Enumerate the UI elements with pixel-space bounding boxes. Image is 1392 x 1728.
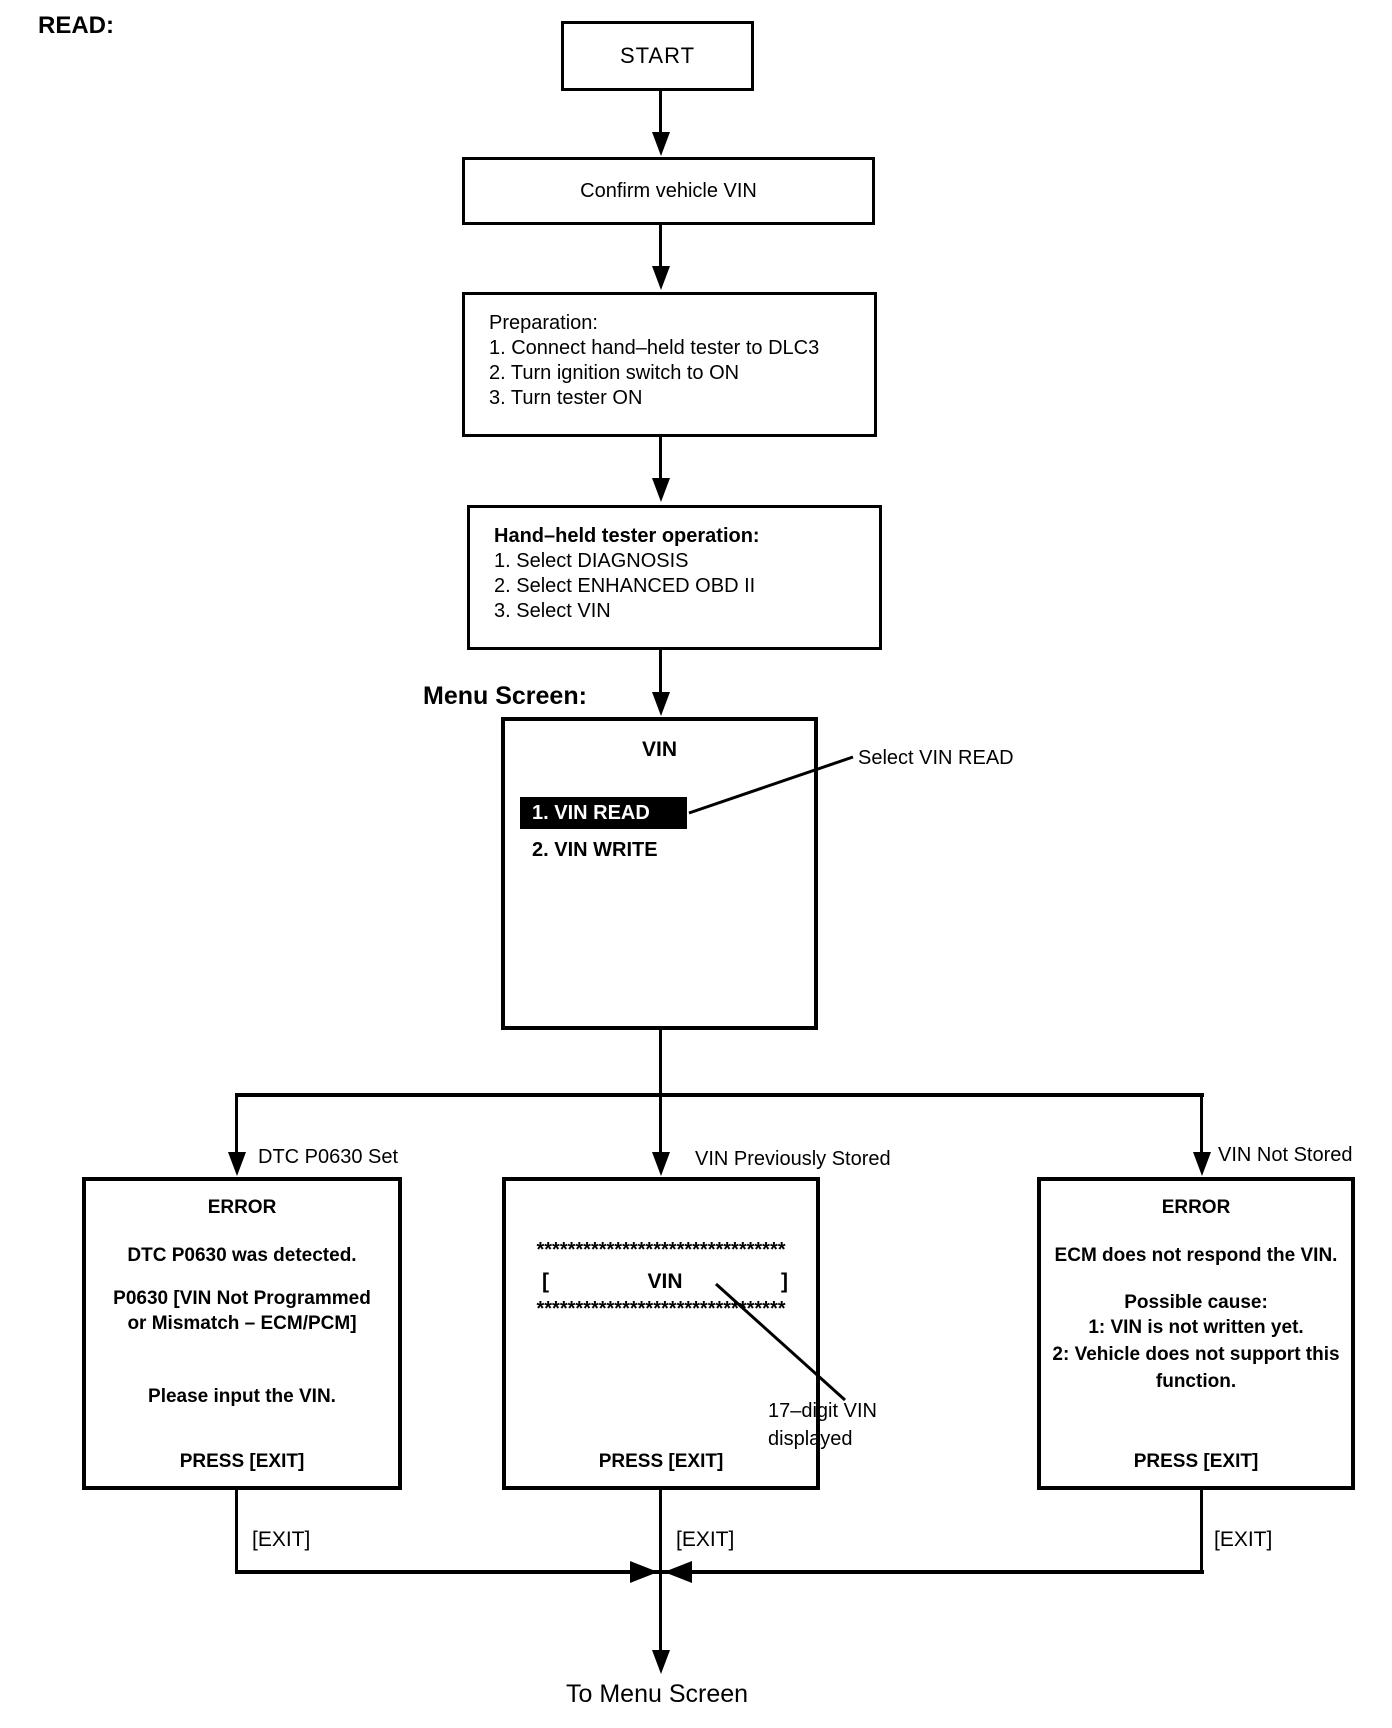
preparation-title: Preparation: <box>489 312 598 334</box>
vin-annotation-line1: 17–digit VIN <box>768 1400 877 1422</box>
confirm-vin-node: Confirm vehicle VIN <box>462 157 875 225</box>
start-node: START <box>561 21 754 91</box>
arrowhead-branch-right <box>1193 1152 1211 1176</box>
menu-item-vin-read-selected: 1. VIN READ <box>520 797 687 829</box>
arrowhead-merge-from-right <box>664 1561 692 1583</box>
error-ecm-title: ERROR <box>1161 1197 1231 1218</box>
preparation-step-3: 3. Turn tester ON <box>489 387 643 409</box>
vin-annotation-line2: displayed <box>768 1428 853 1450</box>
vin-display-bracket-close: ] <box>781 1270 788 1293</box>
select-vin-read-annotation: Select VIN READ <box>858 747 1014 769</box>
connector-preparation-tester <box>659 437 662 480</box>
arrowhead-to-menu-screen <box>652 1650 670 1674</box>
menu-item-vin-read-label: 1. VIN READ <box>532 802 650 824</box>
vin-display-press-exit: PRESS [EXIT] <box>598 1451 724 1472</box>
connector-branch-right <box>1200 1095 1203 1154</box>
error-dtc-line3: or Mismatch – ECM/PCM] <box>127 1313 357 1334</box>
tester-step-2: 2. Select ENHANCED OBD II <box>494 575 756 597</box>
start-label: START <box>619 43 696 68</box>
arrowhead-merge-from-left <box>630 1561 658 1583</box>
error-ecm-cause1: 1: VIN is not written yet. <box>1088 1317 1304 1338</box>
branch-label-vin-not-stored: VIN Not Stored <box>1218 1144 1353 1166</box>
menu-screen-node: VIN 1. VIN READ 2. VIN WRITE <box>501 717 818 1030</box>
branch-label-dtc-set: DTC P0630 Set <box>258 1146 399 1168</box>
connector-menu-branch <box>659 1030 662 1095</box>
vin-display-vin-label: VIN <box>647 1270 683 1293</box>
to-menu-screen-label: To Menu Screen <box>566 1680 749 1708</box>
arrowhead-branch-center <box>652 1152 670 1176</box>
error-ecm-line1: ECM does not respond the VIN. <box>1054 1245 1338 1266</box>
connector-branch-left <box>235 1095 238 1154</box>
preparation-step-2: 2. Turn ignition switch to ON <box>489 362 740 384</box>
vin-display-stars-top: ******************************** <box>536 1239 786 1261</box>
menu-title: VIN <box>641 738 677 761</box>
arrowhead-confirm-preparation <box>652 266 670 290</box>
section-title-read: READ: <box>38 12 114 39</box>
vin-display-stars-bottom: ******************************** <box>536 1298 786 1320</box>
error-dtc-title: ERROR <box>207 1197 277 1218</box>
arrowhead-tester-menu <box>652 692 670 716</box>
error-ecm-press-exit: PRESS [EXIT] <box>1133 1451 1259 1472</box>
error-dtc-line1: DTC P0630 was detected. <box>127 1245 357 1266</box>
vin-display-row: [ ] VIN <box>542 1270 788 1294</box>
error-dtc-node: ERROR DTC P0630 was detected. P0630 [VIN… <box>82 1177 402 1490</box>
connector-start-confirm <box>659 91 662 134</box>
merge-line <box>235 1570 1204 1574</box>
arrowhead-start-confirm <box>652 132 670 156</box>
error-ecm-cause2: 2: Vehicle does not support this <box>1052 1344 1340 1365</box>
tester-operation-title: Hand–held tester operation: <box>494 525 760 547</box>
error-dtc-press-exit: PRESS [EXIT] <box>179 1451 305 1472</box>
confirm-vin-label: Confirm vehicle VIN <box>580 179 757 202</box>
arrowhead-preparation-tester <box>652 478 670 502</box>
connector-exit-left <box>235 1490 238 1572</box>
error-dtc-line2: P0630 [VIN Not Programmed <box>113 1288 371 1309</box>
preparation-step-1: 1. Connect hand–held tester to DLC3 <box>489 337 820 359</box>
vin-display-bracket-open: [ <box>542 1270 549 1293</box>
connector-exit-right <box>1200 1490 1203 1572</box>
tester-step-3: 3. Select VIN <box>494 600 611 622</box>
tester-step-1: 1. Select DIAGNOSIS <box>494 550 689 572</box>
connector-branch-center <box>659 1095 662 1154</box>
menu-item-vin-write: 2. VIN WRITE <box>532 839 658 861</box>
connector-tester-menu <box>659 650 662 694</box>
branch-line <box>235 1093 1204 1097</box>
error-ecm-node: ERROR ECM does not respond the VIN. Poss… <box>1037 1177 1355 1490</box>
connector-exit-center <box>659 1490 662 1572</box>
error-ecm-cause-title: Possible cause: <box>1124 1292 1268 1313</box>
preparation-node: Preparation: 1. Connect hand–held tester… <box>462 292 877 437</box>
connector-merge-exit <box>659 1572 662 1652</box>
exit-label-left: [EXIT] <box>252 1528 311 1551</box>
error-dtc-line4: Please input the VIN. <box>148 1386 336 1407</box>
error-ecm-cause2b: function. <box>1155 1371 1237 1392</box>
tester-operation-node: Hand–held tester operation: 1. Select DI… <box>467 505 882 650</box>
branch-label-vin-previously-stored: VIN Previously Stored <box>695 1148 891 1170</box>
exit-label-right: [EXIT] <box>1214 1528 1273 1551</box>
menu-screen-label: Menu Screen: <box>423 682 587 710</box>
arrowhead-branch-left <box>228 1152 246 1176</box>
exit-label-center: [EXIT] <box>676 1528 735 1551</box>
connector-confirm-preparation <box>659 225 662 268</box>
